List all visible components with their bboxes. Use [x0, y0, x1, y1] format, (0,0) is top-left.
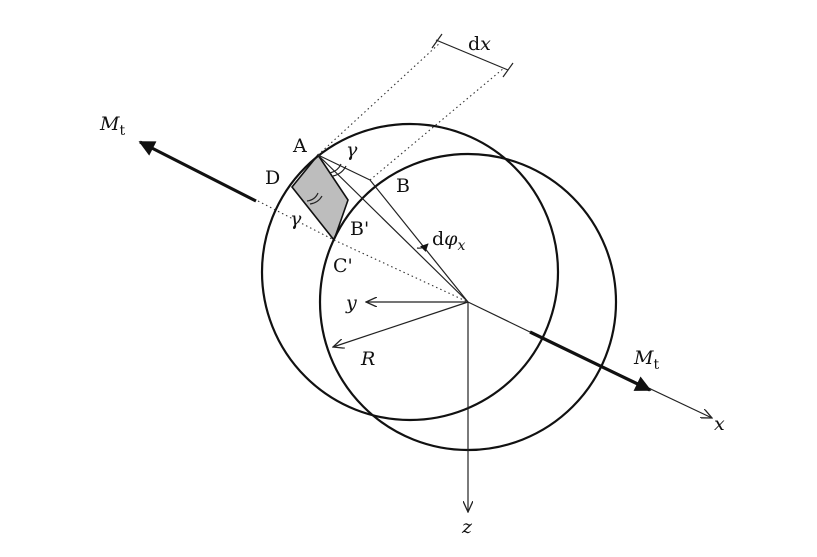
label-y: y — [345, 292, 357, 314]
dx-dimension-line — [435, 39, 509, 71]
label-R: R — [360, 348, 375, 370]
radius-line-to-A — [317, 154, 469, 303]
gamma-arc-bottom-inner — [306, 192, 319, 202]
label-moment-left: Mt — [99, 113, 125, 139]
gamma-arc-bottom — [309, 195, 323, 205]
label-B-prime: B' — [350, 218, 369, 240]
projection-line-A — [317, 41, 442, 156]
label-A: A — [292, 135, 307, 157]
torque-arrow-right — [529, 330, 652, 392]
gamma-arc-top-inner — [329, 163, 342, 174]
shaft-axis-dotted — [257, 200, 335, 241]
label-x: x — [714, 413, 725, 435]
label-gamma-bottom: γ — [290, 208, 302, 230]
projection-line-B — [369, 67, 505, 181]
radius-R-line — [333, 301, 469, 347]
label-D: D — [265, 167, 280, 189]
label-dx: dx — [468, 33, 491, 55]
dphi-arc — [416, 243, 429, 252]
label-C-prime: C' — [333, 255, 353, 277]
gamma-arc-top — [332, 165, 347, 177]
shaft-axis-solid — [467, 301, 531, 333]
dx-tick-right — [502, 62, 514, 78]
cross-section-circle-rear — [260, 122, 560, 422]
label-gamma-top: γ — [346, 139, 358, 161]
label-dphi-x: dφx — [432, 228, 465, 254]
dx-tick-left — [431, 33, 443, 49]
element-edge-AB — [317, 154, 371, 181]
label-B: B — [396, 175, 410, 197]
label-moment-right: Mt — [633, 347, 659, 373]
label-z: z — [461, 516, 473, 538]
torque-arrow-left — [138, 140, 257, 203]
radius-line-to-B — [369, 179, 469, 303]
